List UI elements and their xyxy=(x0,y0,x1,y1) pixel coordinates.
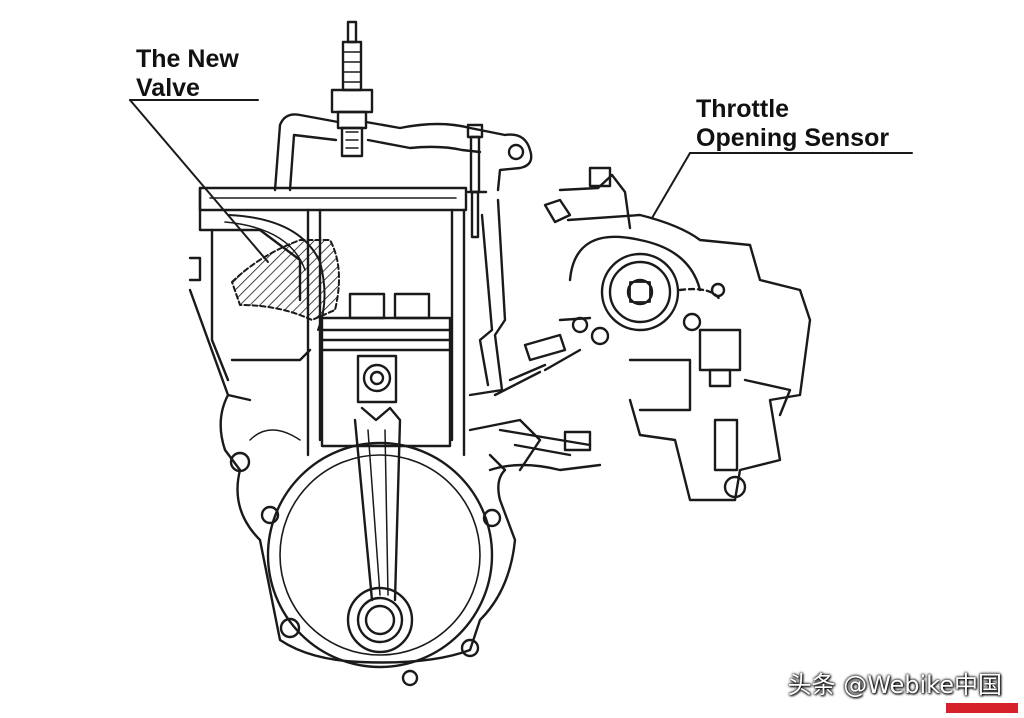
throttle-sensor-label-line1: Throttle xyxy=(696,95,790,123)
leader-lines xyxy=(129,99,913,263)
crankcase xyxy=(219,393,542,687)
brand-logo xyxy=(946,703,1018,713)
spark-plug xyxy=(330,20,374,158)
throttle-sensor-label: Throttle Opening Sensor xyxy=(696,95,889,153)
cylinder-block xyxy=(188,186,507,457)
watermark-text: 头条 @Webike中国 xyxy=(787,671,1002,699)
carburetor xyxy=(543,166,812,502)
cylinder-head xyxy=(273,113,533,239)
intake-hoses xyxy=(488,333,602,472)
new-valve-label-line1: The New xyxy=(136,45,239,73)
piston xyxy=(320,292,452,448)
connecting-rod xyxy=(353,406,402,602)
throttle-sensor-label-line2: Opening Sensor xyxy=(696,124,890,152)
new-valve-label-line2: Valve xyxy=(136,74,200,102)
new-valve-label: The New Valve xyxy=(136,45,239,103)
